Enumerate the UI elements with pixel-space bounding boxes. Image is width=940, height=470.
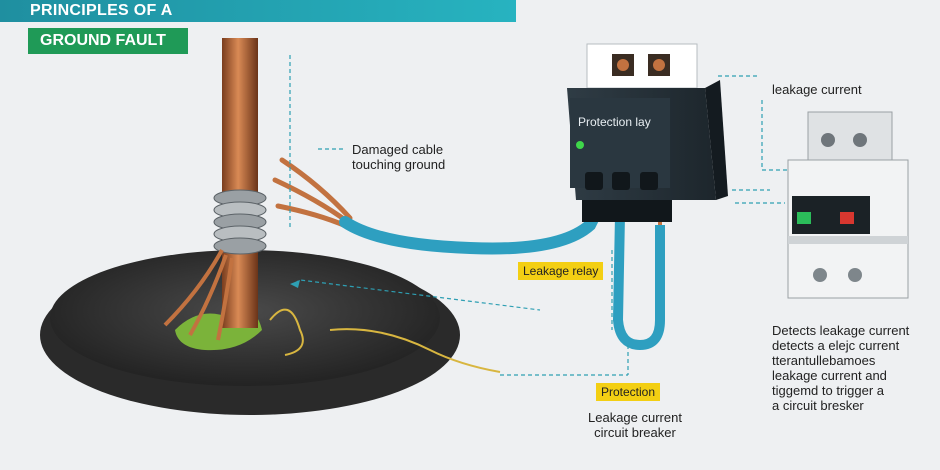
breaker-caption: Leakage current circuit breaker xyxy=(588,410,682,440)
fault-wires xyxy=(269,308,501,373)
detect-caption: Detects leakage current detects a elejc … xyxy=(772,323,909,413)
title-banner: PRINCIPLES OF A xyxy=(0,0,516,22)
breaker-line2: circuit breaker xyxy=(594,425,676,440)
damaged-cable-label: Damaged cable touching ground xyxy=(352,142,445,172)
detect-line-2: tterantullebamoes xyxy=(772,353,876,368)
subtitle-banner: GROUND FAULT xyxy=(28,28,188,54)
detect-line-4: tiggemd to trigger a xyxy=(772,383,885,398)
relay-label: Protection lay xyxy=(578,115,651,129)
protection-relay xyxy=(567,43,728,222)
damaged-line2: touching ground xyxy=(352,157,446,172)
damaged-cable-ends xyxy=(272,157,353,229)
blue-cable-loop xyxy=(612,214,665,351)
ground-strands xyxy=(163,249,234,341)
blue-cable xyxy=(339,199,606,255)
leakage-current-top-label: leakage current xyxy=(772,82,862,97)
protection-tag: Protection xyxy=(596,383,661,401)
detect-line-5: a circuit bresker xyxy=(772,398,864,413)
damaged-line1: Damaged cable xyxy=(352,142,444,157)
clamp-coil xyxy=(213,189,267,255)
detect-line-3: leakage current and xyxy=(772,368,887,383)
leakage-relay-tag: Leakage relay xyxy=(518,262,604,280)
detect-line-0: Detects leakage current xyxy=(772,323,910,338)
title-line1: PRINCIPLES OF A xyxy=(30,2,173,19)
circuit-breaker xyxy=(787,111,909,299)
breaker-line1: Leakage current xyxy=(588,410,682,425)
detect-line-1: detects a elejc current xyxy=(772,338,900,353)
title-line2: GROUND FAULT xyxy=(40,32,166,49)
arrow-into-ground xyxy=(290,280,300,288)
